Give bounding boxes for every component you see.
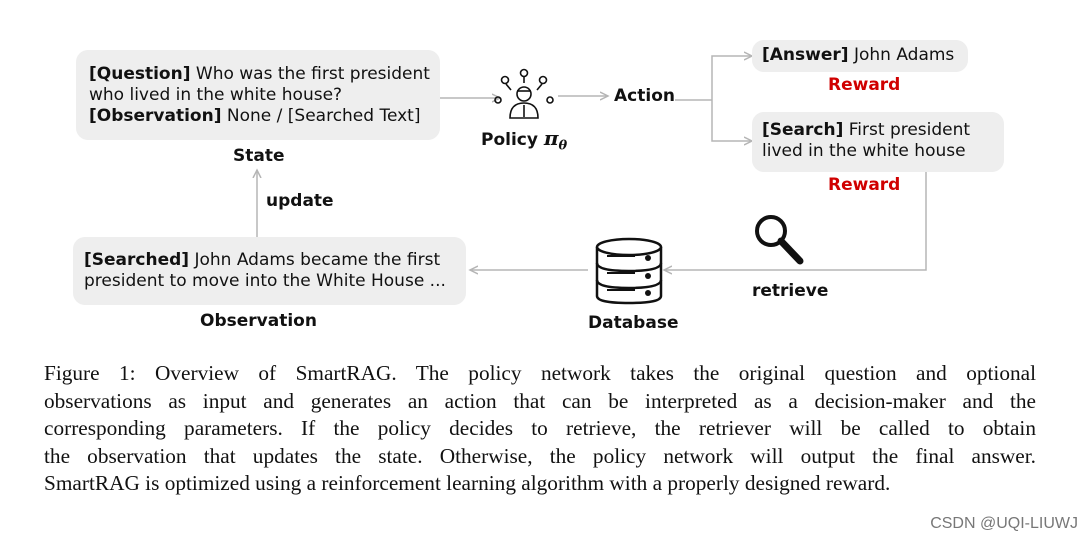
state-label: State (233, 146, 285, 166)
caption-line-2: observations as input and generates an a… (44, 388, 1036, 413)
answer-tag: [Answer] (762, 45, 849, 65)
caption-line-4: the observation that updates the state. … (44, 443, 1036, 468)
database-label: Database (588, 313, 679, 333)
caption-line-1: Figure 1: Overview of SmartRAG. The poli… (44, 361, 1036, 385)
arrow-action-to-search (711, 100, 752, 141)
search-box: [Search] First president lived in the wh… (752, 112, 1004, 172)
policy-label: Policy πθ (481, 126, 567, 153)
database-icon (595, 237, 663, 305)
caption-line-5: SmartRAG is optimized using a reinforcem… (44, 471, 891, 496)
searched-tag: [Searched] (84, 250, 190, 270)
searched-line-1: [Searched] John Adams became the first (84, 250, 466, 271)
figure-caption: Figure 1: Overview of SmartRAG. The poli… (44, 360, 1036, 498)
search-text-2: lived in the white house (762, 141, 966, 161)
diagram-connectors (0, 0, 927, 305)
answer-text: John Adams (848, 45, 955, 65)
policy-symbol: π (543, 126, 559, 150)
question-line-1: [Question] Who was the first president (89, 64, 440, 85)
search-line-1: [Search] First president (762, 120, 1004, 141)
action-label: Action (614, 86, 675, 106)
policy-agent-icon (494, 68, 554, 119)
policy-subscript: θ (558, 138, 568, 154)
question-text-1: Who was the first president (190, 64, 430, 84)
policy-text: Policy (481, 130, 538, 150)
searched-text-1: John Adams became the first (189, 250, 441, 270)
observation-tag: [Observation] (89, 106, 222, 126)
observation-text: None / [Searched Text] (221, 106, 421, 126)
magnifier-icon (755, 215, 804, 265)
observation-line: [Observation] None / [Searched Text] (89, 106, 440, 127)
reward-label-1: Reward (828, 75, 901, 95)
question-text-2: who lived in the white house? (89, 85, 343, 105)
search-tag: [Search] (762, 120, 844, 140)
arrow-search-to-database (664, 172, 927, 270)
observation-label: Observation (200, 311, 317, 331)
update-label: update (266, 191, 334, 211)
smartrag-diagram: [Question] Who was the first president w… (0, 0, 1004, 333)
reward-label-2: Reward (828, 175, 901, 195)
watermark: CSDN @UQI-LIUWJ (930, 515, 1078, 532)
question-tag: [Question] (89, 64, 191, 84)
state-box: [Question] Who was the first president w… (76, 50, 440, 140)
search-text-1: First president (843, 120, 971, 140)
caption-line-3: corresponding parameters. If the policy … (44, 416, 1036, 441)
retrieve-label: retrieve (752, 281, 829, 301)
searched-text-2: president to move into the White House .… (84, 271, 446, 291)
arrow-action-to-answer (711, 56, 752, 100)
answer-box: [Answer] John Adams (752, 40, 968, 72)
searched-box: [Searched] John Adams became the first p… (73, 237, 466, 305)
